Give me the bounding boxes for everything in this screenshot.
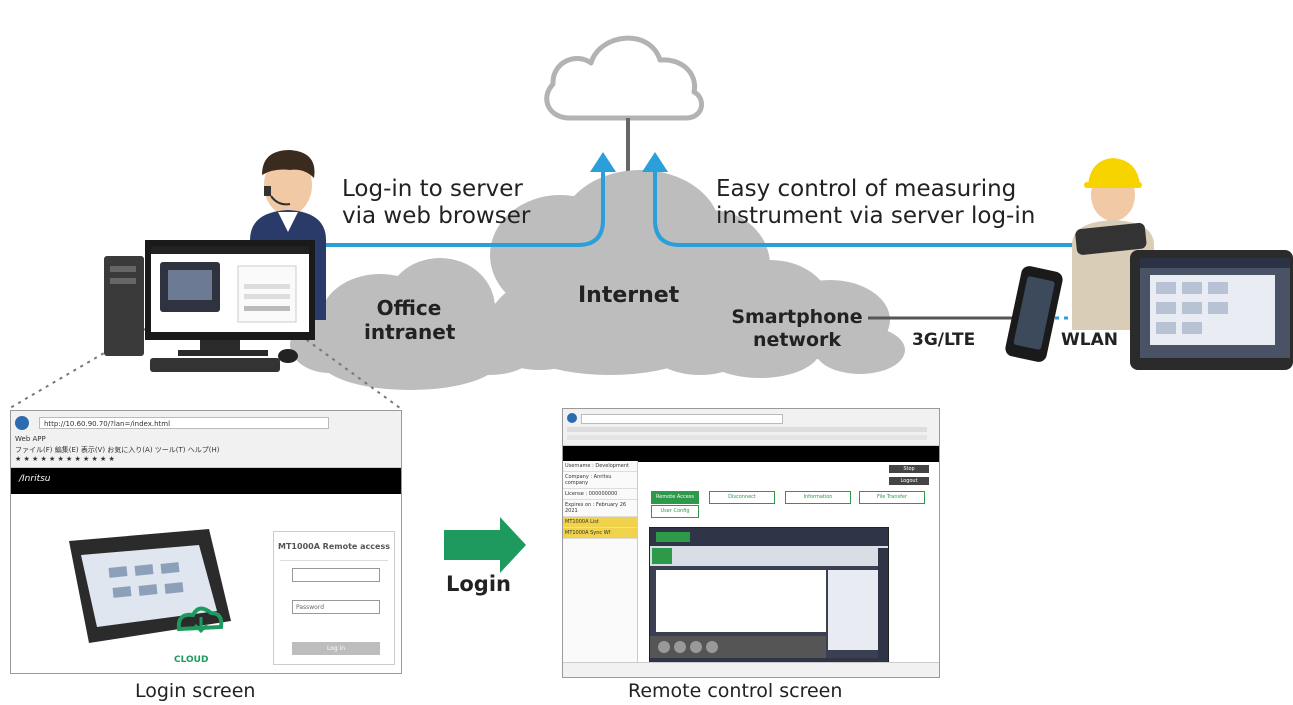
login-button[interactable]: Log in — [292, 642, 380, 655]
office-intranet-line-2: intranet — [364, 320, 456, 344]
login-server-line-1: Log-in to server — [342, 176, 523, 202]
login-form: MT1000A Remote access Password Log in — [273, 531, 395, 665]
sidebar-expires: Expires on : February 26 2021 — [563, 500, 637, 517]
easy-control-label: Easy control of measuring instrument via… — [716, 176, 1035, 230]
smartphone-network-line-1: Smartphone — [731, 306, 863, 328]
sidebar-username: Username : Development — [563, 461, 637, 472]
browser-menu[interactable]: ファイル(F) 編集(E) 表示(V) お気に入り(A) ツール(T) ヘルプ(… — [15, 446, 220, 454]
office-intranet-label: Office intranet — [364, 296, 456, 344]
back-icon[interactable] — [567, 413, 577, 423]
control-connection-line — [653, 170, 1085, 247]
measuring-instrument-icon — [1130, 250, 1293, 370]
lte-label: 3G/LTE — [912, 330, 976, 350]
login-server-label: Log-in to server via web browser — [342, 176, 530, 230]
menu-bar — [567, 427, 927, 432]
favorites-bar — [567, 435, 927, 440]
user-config-button[interactable]: User Config — [651, 505, 699, 518]
stop-button[interactable]: Stop — [889, 465, 929, 473]
smartphone-network-cloud-icon — [700, 260, 905, 378]
browser-status-bar — [563, 662, 939, 677]
instrument-remote-view[interactable] — [649, 527, 889, 669]
office-intranet-line-1: Office — [376, 296, 442, 320]
login-arrow-icon — [444, 517, 526, 573]
login-server-line-2: via web browser — [342, 203, 531, 229]
remote-sidebar: Username : Development Company : Anritsu… — [563, 461, 638, 663]
easy-control-line-1: Easy control of measuring — [716, 176, 1017, 202]
up-arrow-icon — [590, 152, 616, 172]
app-header — [563, 446, 939, 462]
remote-screen-caption: Remote control screen — [628, 680, 843, 702]
login-screen-mock: http://10.60.90.70/?lan=/index.html Web … — [10, 410, 402, 674]
logout-button[interactable]: Logout — [889, 477, 929, 485]
remote-control-screen-mock: Username : Development Company : Anritsu… — [562, 408, 940, 678]
browser-toolbar — [563, 409, 939, 446]
anritsu-logo: /Inritsu — [19, 474, 51, 484]
sidebar-license: License : 000000000 — [563, 489, 637, 500]
smartphone-network-line-2: network — [752, 329, 842, 351]
login-form-title: MT1000A Remote access — [278, 542, 390, 551]
browser-tab[interactable]: Web APP — [15, 435, 46, 443]
divider — [280, 560, 388, 561]
password-field[interactable]: Password — [292, 600, 380, 614]
remote-access-button[interactable]: Remote Access — [651, 491, 699, 504]
sidebar-company: Company : Anritsu company — [563, 472, 637, 489]
login-screen-caption: Login screen — [135, 680, 256, 702]
wlan-label: WLAN — [1061, 330, 1118, 350]
cloud-badge: CLOUD — [174, 655, 209, 665]
address-bar[interactable]: http://10.60.90.70/?lan=/index.html — [39, 417, 329, 429]
internet-label: Internet — [578, 283, 680, 308]
login-arrow-label: Login — [446, 572, 511, 596]
disconnect-button[interactable]: Disconnect — [709, 491, 775, 504]
sidebar-item-sync[interactable]: MT1000A Sync Wf — [563, 528, 637, 539]
smartphone-icon — [1005, 266, 1063, 362]
easy-control-line-2: instrument via server log-in — [716, 203, 1036, 229]
desktop-pc-icon — [104, 240, 315, 372]
browser-toolbar: http://10.60.90.70/?lan=/index.html Web … — [11, 411, 401, 468]
smartphone-network-label: Smartphone network — [722, 306, 872, 352]
sidebar-item-list[interactable]: MT1000A List — [563, 517, 637, 528]
address-bar[interactable] — [581, 414, 783, 424]
favorites-bar: ★ ★ ★ ★ ★ ★ ★ ★ ★ ★ ★ ★ — [15, 455, 115, 463]
file-transfer-button[interactable]: File Transfer — [859, 491, 925, 504]
username-field[interactable] — [292, 568, 380, 582]
up-arrow-icon — [642, 152, 668, 172]
login-connection-line — [320, 170, 605, 247]
app-header: /Inritsu — [11, 468, 401, 494]
callout-line — [9, 324, 153, 409]
back-icon[interactable] — [15, 416, 29, 430]
information-button[interactable]: Information — [785, 491, 851, 504]
instrument-image — [69, 529, 231, 643]
internet-network-cloud-icon — [480, 170, 770, 375]
internet-cloud-icon — [544, 35, 704, 121]
instrument-screen-image — [650, 528, 888, 668]
